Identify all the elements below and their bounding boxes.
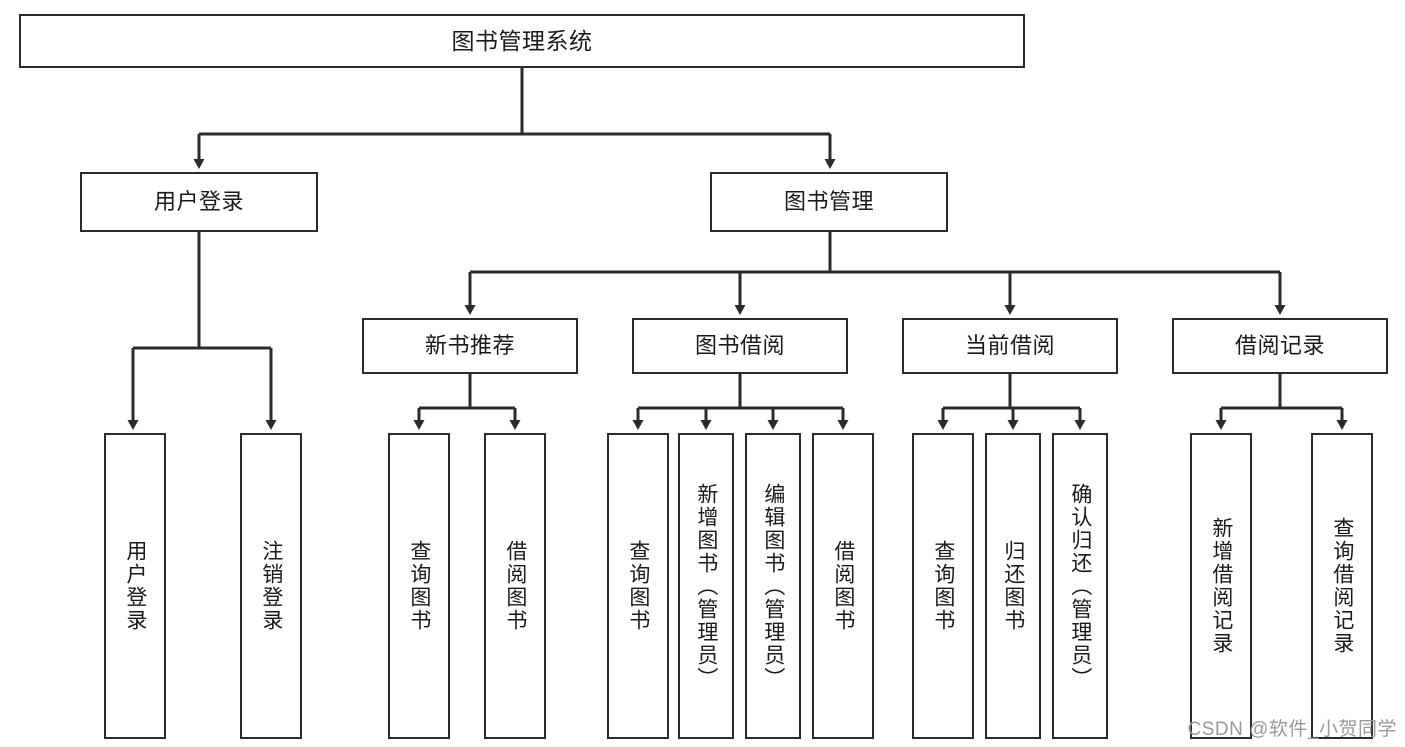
node-book-manage-label: 图书管理 [783, 189, 874, 215]
node-leaf-query-record-label: 查询借阅记录 [1330, 517, 1354, 655]
node-leaf-borrow-book-2-label: 借阅图书 [831, 540, 855, 632]
node-user-login-label: 用户登录 [153, 189, 244, 215]
node-leaf-query-book-1-label: 查询图书 [407, 540, 431, 632]
node-leaf-add-record-label: 新增借阅记录 [1209, 517, 1233, 655]
node-leaf-query-book-2-label: 查询图书 [626, 540, 650, 632]
node-leaf-user-login[interactable]: 用户登录 [104, 433, 166, 739]
node-root[interactable]: 图书管理系统 [19, 14, 1025, 68]
node-leaf-query-record[interactable]: 查询借阅记录 [1311, 433, 1373, 739]
node-leaf-borrow-book-1-label: 借阅图书 [503, 540, 527, 632]
watermark: CSDN @软件_小贺同学 [1187, 719, 1397, 740]
node-new-book-rec[interactable]: 新书推荐 [362, 318, 578, 374]
node-leaf-borrow-book-2[interactable]: 借阅图书 [812, 433, 874, 739]
node-leaf-return-book-label: 归还图书 [1001, 540, 1025, 632]
node-leaf-return-book[interactable]: 归还图书 [985, 433, 1041, 739]
node-leaf-add-book-label: 新增图书（管理员） [694, 482, 718, 690]
node-user-login[interactable]: 用户登录 [80, 172, 318, 232]
node-leaf-confirm-return[interactable]: 确认归还（管理员） [1052, 433, 1108, 739]
node-leaf-logout[interactable]: 注销登录 [240, 433, 302, 739]
node-leaf-query-book-3[interactable]: 查询图书 [912, 433, 974, 739]
node-leaf-user-login-label: 用户登录 [123, 540, 147, 632]
node-leaf-logout-label: 注销登录 [259, 540, 283, 632]
node-book-manage[interactable]: 图书管理 [710, 172, 948, 232]
node-leaf-query-book-2[interactable]: 查询图书 [607, 433, 669, 739]
node-current-borrow-label: 当前借阅 [964, 333, 1055, 359]
node-leaf-add-book[interactable]: 新增图书（管理员） [678, 433, 734, 739]
node-book-borrow-label: 图书借阅 [694, 333, 785, 359]
node-current-borrow[interactable]: 当前借阅 [902, 318, 1118, 374]
node-leaf-borrow-book-1[interactable]: 借阅图书 [484, 433, 546, 739]
node-borrow-record-label: 借阅记录 [1234, 333, 1325, 359]
node-leaf-edit-book[interactable]: 编辑图书（管理员） [745, 433, 801, 739]
node-leaf-add-record[interactable]: 新增借阅记录 [1190, 433, 1252, 739]
node-leaf-edit-book-label: 编辑图书（管理员） [761, 482, 785, 690]
node-leaf-query-book-3-label: 查询图书 [931, 540, 955, 632]
node-new-book-rec-label: 新书推荐 [424, 333, 515, 359]
node-borrow-record[interactable]: 借阅记录 [1172, 318, 1388, 374]
node-leaf-confirm-return-label: 确认归还（管理员） [1068, 482, 1092, 690]
node-leaf-query-book-1[interactable]: 查询图书 [388, 433, 450, 739]
node-root-label: 图书管理系统 [451, 27, 593, 54]
node-book-borrow[interactable]: 图书借阅 [632, 318, 848, 374]
